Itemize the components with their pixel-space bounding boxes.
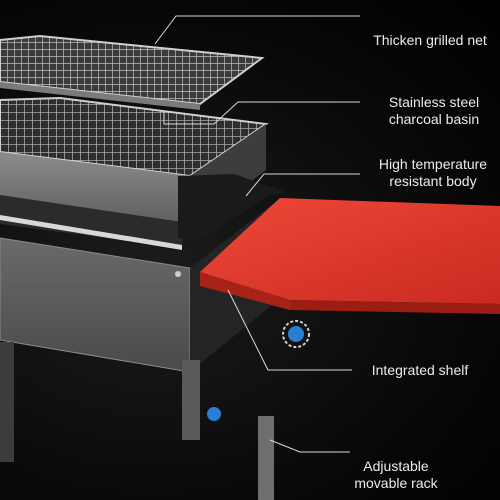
callout-line-2: movable rack: [354, 475, 438, 491]
callout-text: Thicken grilled net: [373, 32, 487, 48]
callout-line-2: charcoal basin: [388, 111, 480, 127]
callout-integrated-shelf: Integrated shelf: [362, 362, 478, 379]
callout-lines: [154, 15, 360, 453]
callout-grilled-net: Thicken grilled net: [362, 32, 498, 49]
callout-text: Integrated shelf: [371, 362, 469, 378]
callout-line-1: High temperature: [378, 156, 488, 172]
adjustable-knobs: [207, 320, 310, 421]
grilled-net: [0, 34, 265, 110]
charcoal-basin: [0, 96, 269, 228]
grill-legs: [0, 342, 274, 500]
callout-charcoal-basin: Stainless steel charcoal basin: [370, 94, 498, 128]
integrated-shelf: [200, 198, 500, 314]
callout-line-1: Stainless steel: [388, 94, 480, 110]
callout-line-1: Adjustable: [363, 458, 429, 474]
callout-line-2: resistant body: [389, 173, 477, 189]
callout-body: High temperature resistant body: [368, 156, 498, 190]
callout-adjustable-rack: Adjustable movable rack: [340, 458, 452, 492]
